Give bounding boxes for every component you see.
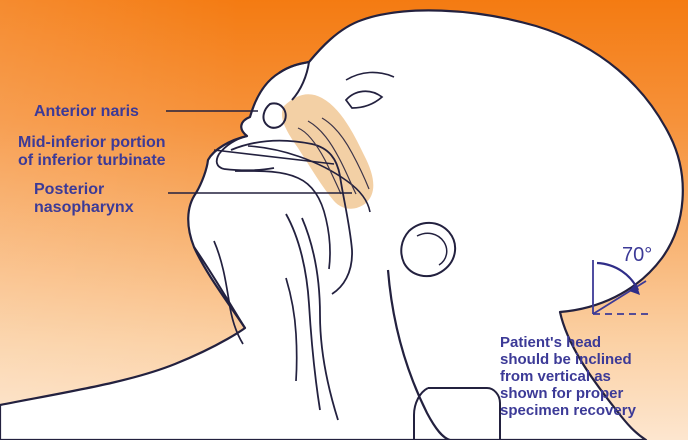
posterior-nasopharynx-label: Posterior nasopharynx (34, 181, 134, 217)
instruction-text: Patient's head should be inclined from v… (500, 334, 682, 419)
angle-value-label: 70° (622, 244, 652, 266)
mid-inferior-turbinate-label: Mid-inferior portion of inferior turbina… (18, 134, 166, 170)
anterior-naris-label: Anterior naris (34, 103, 139, 121)
